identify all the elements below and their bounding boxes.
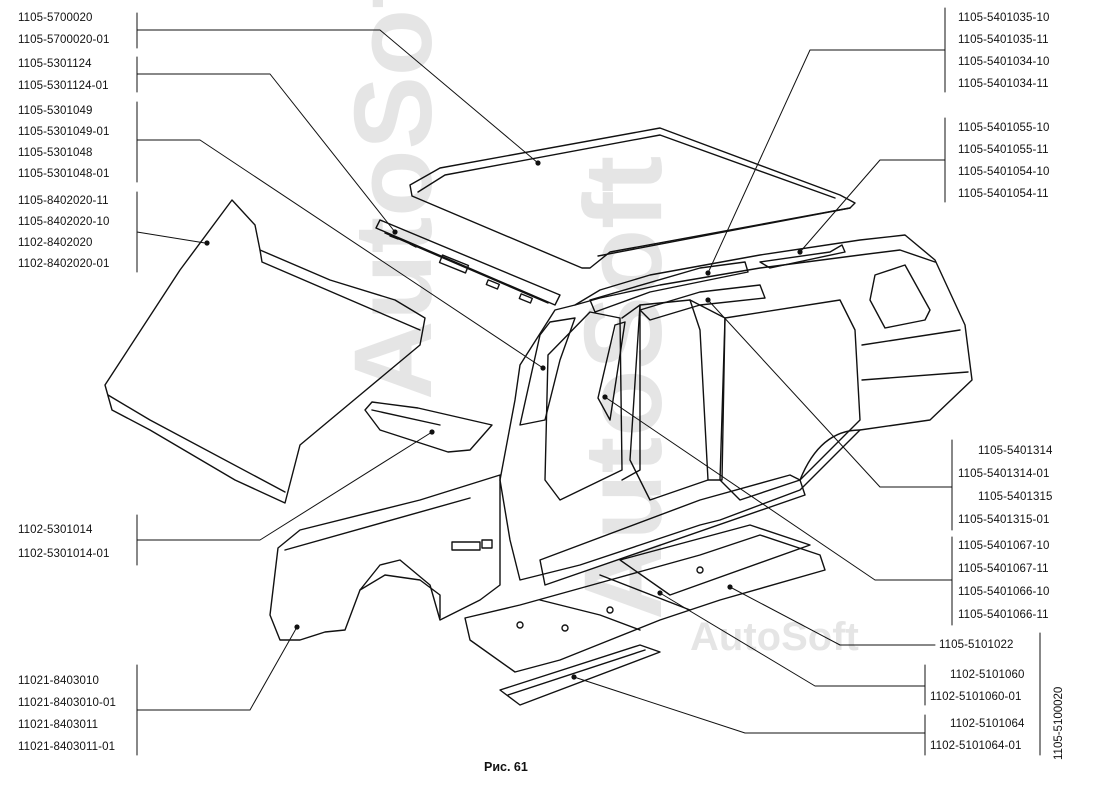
inner-roof-rail — [639, 284, 766, 321]
sill-reinforcement — [499, 644, 661, 706]
roof-panel — [409, 127, 856, 269]
part-number-label: 1105-5401035-11 — [958, 34, 1049, 46]
part-number-label: 1105-5401066-11 — [958, 609, 1049, 621]
assembly-number: 1105-5100020 — [1053, 686, 1065, 760]
part-number-label: 1105-8402020-11 — [18, 195, 109, 207]
b-pillar-reinforcement — [597, 321, 626, 421]
part-number-label: 1105-5301049-01 — [18, 126, 110, 138]
part-number-label: 1105-5401055-10 — [958, 122, 1050, 134]
floor-cross-member — [619, 524, 811, 596]
roof-rail-right — [759, 244, 846, 269]
part-number-label: 1105-5401034-11 — [958, 78, 1049, 90]
part-number-label: 1105-5401054-11 — [958, 188, 1049, 200]
part-number-label: 1105-8402020-10 — [18, 216, 110, 228]
part-number-label: 1105-5301048-01 — [18, 168, 110, 180]
part-number-label: 1105-5401067-11 — [958, 563, 1049, 575]
part-number-label: 1102-8402020-01 — [18, 258, 110, 270]
part-number-label: 1105-5401055-11 — [958, 144, 1049, 156]
part-number-label: 1105-5401035-10 — [958, 12, 1050, 24]
part-number-label: 1105-5401034-10 — [958, 56, 1050, 68]
leader-points — [204, 160, 803, 680]
floor-panel — [464, 534, 826, 673]
part-number-label: 1105-5301124-01 — [18, 80, 109, 92]
part-number-label: 1105-5301049 — [18, 105, 93, 117]
roof-rail-left — [589, 261, 749, 313]
part-number-label: 1105-5101022 — [939, 639, 1014, 651]
part-number-label: 11021-8403010-01 — [18, 697, 116, 709]
part-number-label: 1105-5700020 — [18, 12, 93, 24]
windshield-frame-panel — [375, 219, 561, 306]
part-number-label: 1105-5401066-10 — [958, 586, 1050, 598]
part-number-label: 11021-8403011 — [18, 719, 99, 731]
a-pillar-reinforcement — [519, 317, 576, 426]
leader-lines — [136, 7, 1041, 756]
part-number-label: 11021-8403011-01 — [18, 741, 116, 753]
cowl-panel — [364, 401, 493, 453]
part-number-label: 1102-5301014 — [18, 524, 93, 536]
part-number-label: 1105-5401314 — [978, 445, 1053, 457]
figure-caption: Рис. 61 — [484, 760, 528, 774]
watermark-large: AutoSoft — [332, 0, 455, 400]
part-number-label: 1105-5700020-01 — [18, 34, 110, 46]
watermark-large-2: AutoSoft — [562, 155, 685, 620]
part-number-label: 1102-8402020 — [18, 237, 93, 249]
part-number-label: 1102-5101064-01 — [930, 740, 1022, 752]
part-number-label: 1105-5301048 — [18, 147, 93, 159]
hood-panel — [104, 199, 426, 504]
part-number-label: 1105-5401067-10 — [958, 540, 1050, 552]
part-number-label: 1105-5301124 — [18, 58, 92, 70]
part-number-label: 1105-5401054-10 — [958, 166, 1050, 178]
part-number-label: 1105-5401314-01 — [958, 468, 1050, 480]
part-number-label: 1102-5101060-01 — [930, 691, 1022, 703]
part-number-label: 1102-5101060 — [950, 669, 1025, 681]
part-number-label: 1105-5401315-01 — [958, 514, 1050, 526]
front-fender-panel — [269, 474, 501, 641]
part-number-label: 1102-5101064 — [950, 718, 1025, 730]
side-sill — [539, 474, 806, 586]
part-number-label: 1105-5401315 — [978, 491, 1053, 503]
part-number-label: 11021-8403010 — [18, 675, 100, 687]
part-number-label: 1102-5301014-01 — [18, 548, 110, 560]
watermark-small: AutoSoft — [690, 615, 859, 659]
side-body-panel — [499, 234, 973, 581]
